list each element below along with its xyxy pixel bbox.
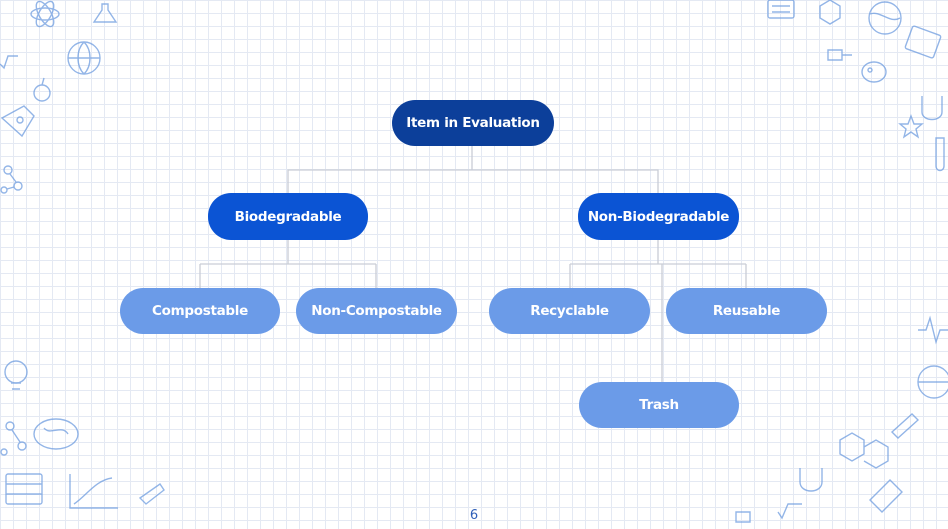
sqrt-icon [777,503,802,520]
atom-icon [30,0,60,28]
book-icon [904,25,942,59]
magnet-icon [799,468,823,492]
connector-biodegradable-to-children [199,240,377,288]
bacteria-icon [861,61,887,83]
globe-icon [868,1,902,35]
connector-nonbiodegradable-to-children [569,240,747,382]
rocket-icon [869,479,903,513]
globe-icon [917,365,948,399]
abacus-icon [5,473,43,505]
root-node-item-in-evaluation: Item in Evaluation [392,100,554,146]
page-number: 6 [469,508,479,523]
apple-icon [33,77,51,102]
test-tube-icon [890,413,920,439]
flask-icon [92,3,118,23]
category-node-non-biodegradable: Non-Biodegradable [578,193,739,240]
plug-icon [735,511,751,523]
magnet-icon [921,96,943,121]
connector-root-to-categories [287,146,659,193]
pulse-icon [918,315,948,345]
leaf-node-trash: Trash [579,382,739,428]
brain-icon [33,418,79,450]
leaf-node-compostable: Compostable [120,288,280,334]
leaf-node-reusable: Reusable [666,288,827,334]
graph-icon [69,474,118,509]
leaf-node-recyclable: Recyclable [489,288,650,334]
sqrt-icon [0,55,18,70]
plug-icon [827,49,852,61]
star-icon [898,114,924,139]
leaf-node-non-compostable: Non-Compostable [296,288,457,334]
test-tube-icon [935,137,945,172]
rocket-icon [0,105,35,138]
molecule-icon [819,0,841,25]
globe-icon [67,41,101,75]
lightbulb-icon [4,360,28,390]
molecule-icon [0,165,23,194]
category-node-biodegradable: Biodegradable [208,193,368,240]
calculator-icon [767,0,795,19]
molecule-icon [0,421,27,456]
hexagon-molecule-icon [839,432,889,469]
test-tube-icon [138,483,165,505]
